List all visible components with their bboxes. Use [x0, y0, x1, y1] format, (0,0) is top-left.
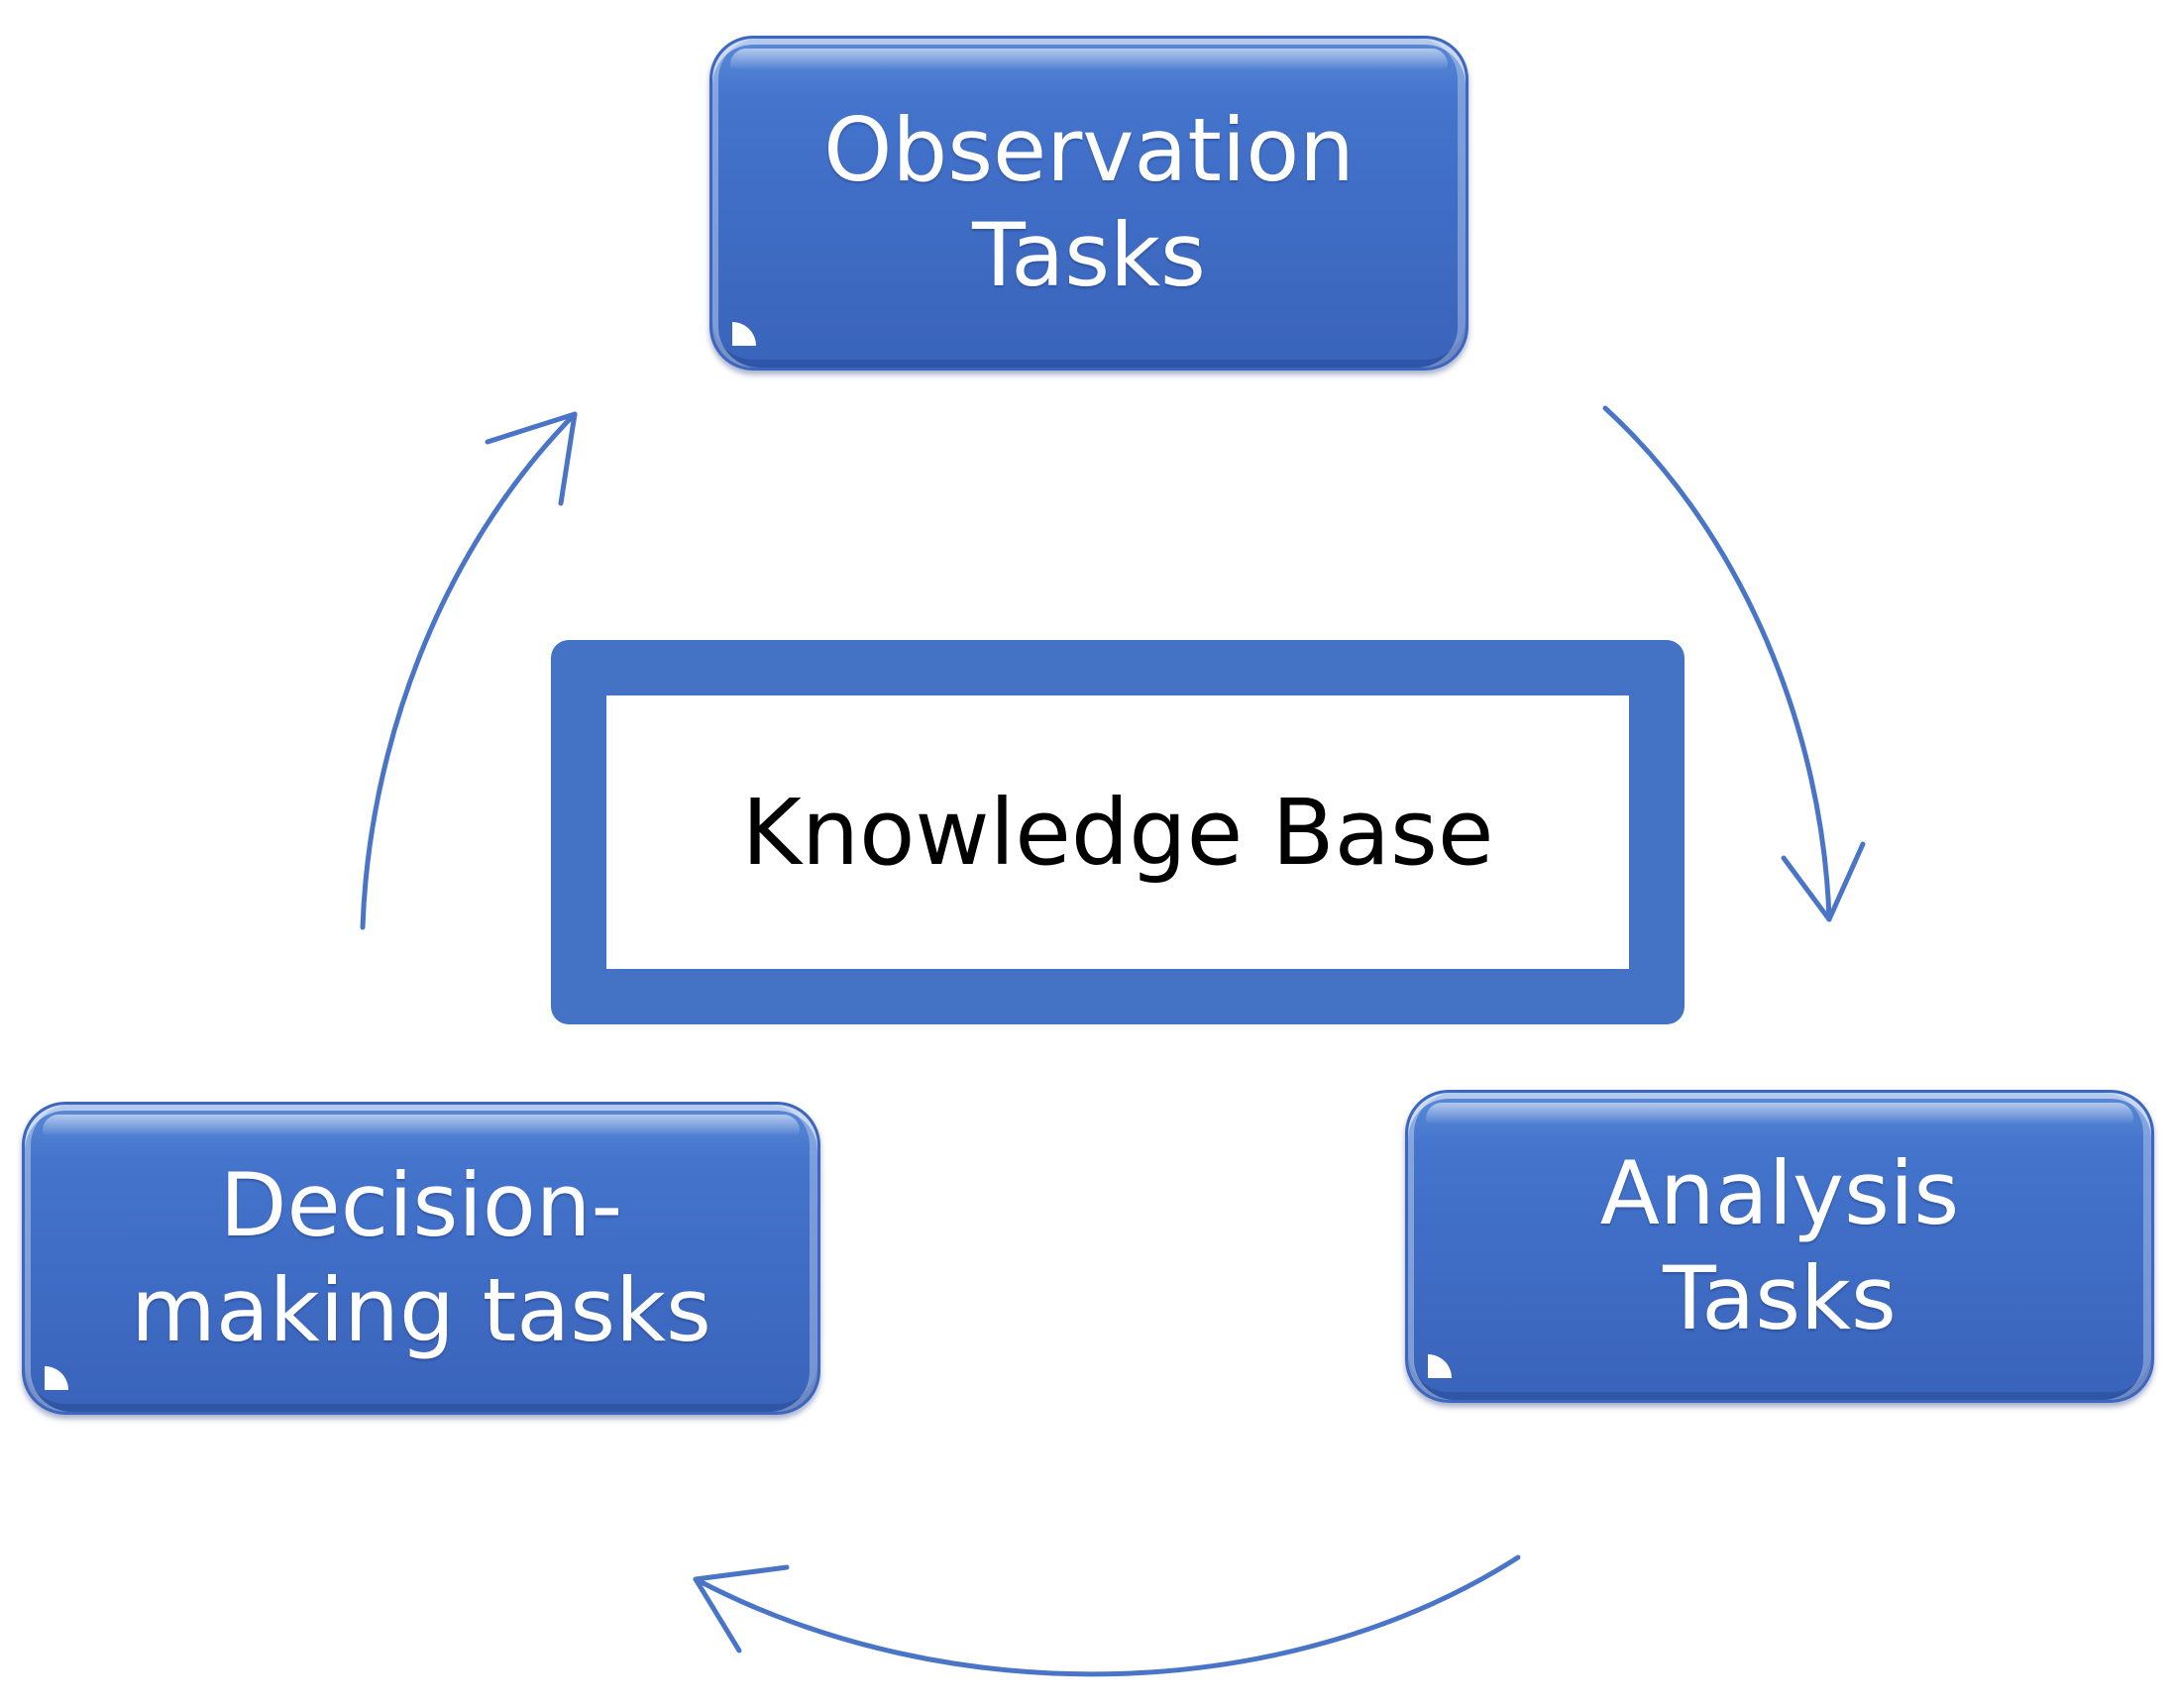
arrow-observation-to-analysis	[1602, 405, 1832, 922]
knowledge-base-box: Knowledge Base	[551, 640, 1685, 1024]
arrow-decision-to-observation	[360, 411, 578, 930]
decision-making-tasks-label: Decision- making tasks	[131, 1154, 711, 1361]
analysis-tasks-box: Analysis Tasks	[1405, 1090, 2154, 1403]
arrowhead-analysis-to-decision	[693, 1564, 790, 1654]
observation-tasks-label: Observation Tasks	[823, 99, 1355, 306]
arrow-analysis-to-decision	[693, 1554, 1521, 1677]
decision-making-tasks-box: Decision- making tasks	[22, 1102, 820, 1415]
arrowhead-observation-to-analysis	[1781, 841, 1866, 922]
analysis-tasks-label: Analysis Tasks	[1599, 1142, 1960, 1349]
knowledge-base-label: Knowledge Base	[741, 779, 1494, 886]
observation-tasks-box: Observation Tasks	[709, 36, 1468, 371]
arrowhead-decision-to-observation	[485, 411, 578, 506]
